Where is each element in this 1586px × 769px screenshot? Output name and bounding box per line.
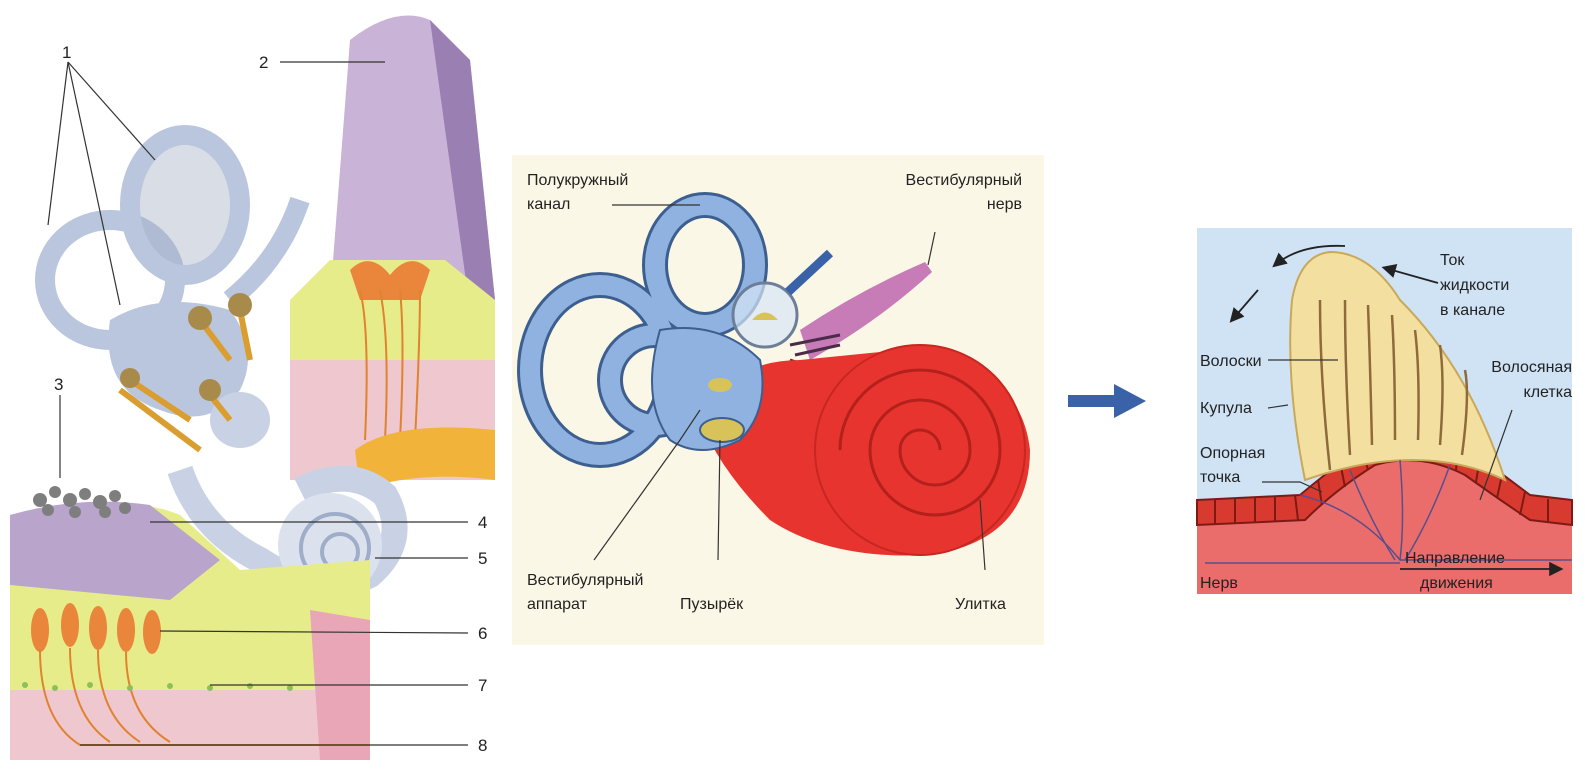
number-4: 4 bbox=[478, 513, 487, 532]
number-7: 7 bbox=[478, 676, 487, 695]
label-hair-cell-line2: клетка bbox=[1524, 384, 1573, 401]
label-nerve: Нерв bbox=[1200, 575, 1238, 592]
left-panel-illustration bbox=[10, 16, 495, 761]
label-direction-line1: Направление bbox=[1405, 550, 1505, 567]
number-1: 1 bbox=[62, 43, 71, 62]
label-support-line1: Опорная bbox=[1200, 445, 1265, 462]
label-semicircular-canal-line2: канал bbox=[527, 196, 570, 213]
label-semicircular-canal-line1: Полукружный bbox=[527, 172, 628, 189]
label-flow-line3: в канале bbox=[1440, 302, 1505, 319]
right-panel: Ток жидкости в канале Волоски Волосяная … bbox=[1197, 228, 1572, 594]
number-5: 5 bbox=[478, 549, 487, 568]
label-hair-cell-line1: Волосяная bbox=[1491, 359, 1572, 376]
label-vestibular-nerve-line1: Вестибулярный bbox=[906, 172, 1022, 189]
transition-arrow bbox=[1068, 384, 1146, 418]
label-vestibular-nerve-line2: нерв bbox=[987, 196, 1022, 213]
crista-ampullaris-illustration bbox=[290, 16, 495, 491]
number-6: 6 bbox=[478, 624, 487, 643]
number-2: 2 bbox=[259, 53, 268, 72]
label-hairs: Волоски bbox=[1200, 353, 1262, 370]
label-vestibular-apparatus-line2: аппарат bbox=[527, 596, 588, 613]
label-direction-line2: движения bbox=[1420, 575, 1493, 592]
label-cupula: Купула bbox=[1200, 400, 1252, 417]
middle-panel: Полукружный канал Вестибулярный нерв Вес… bbox=[512, 155, 1044, 645]
number-8: 8 bbox=[478, 736, 487, 755]
label-flow-line1: Ток bbox=[1440, 252, 1465, 269]
vesicle-illustration bbox=[700, 418, 744, 442]
label-vestibular-apparatus-line1: Вестибулярный bbox=[527, 572, 643, 589]
number-3: 3 bbox=[54, 375, 63, 394]
label-support-line2: точка bbox=[1200, 469, 1240, 486]
label-cochlea: Улитка bbox=[955, 596, 1006, 613]
label-vesicle: Пузырёк bbox=[680, 596, 744, 613]
label-flow-line2: жидкости bbox=[1440, 277, 1509, 294]
